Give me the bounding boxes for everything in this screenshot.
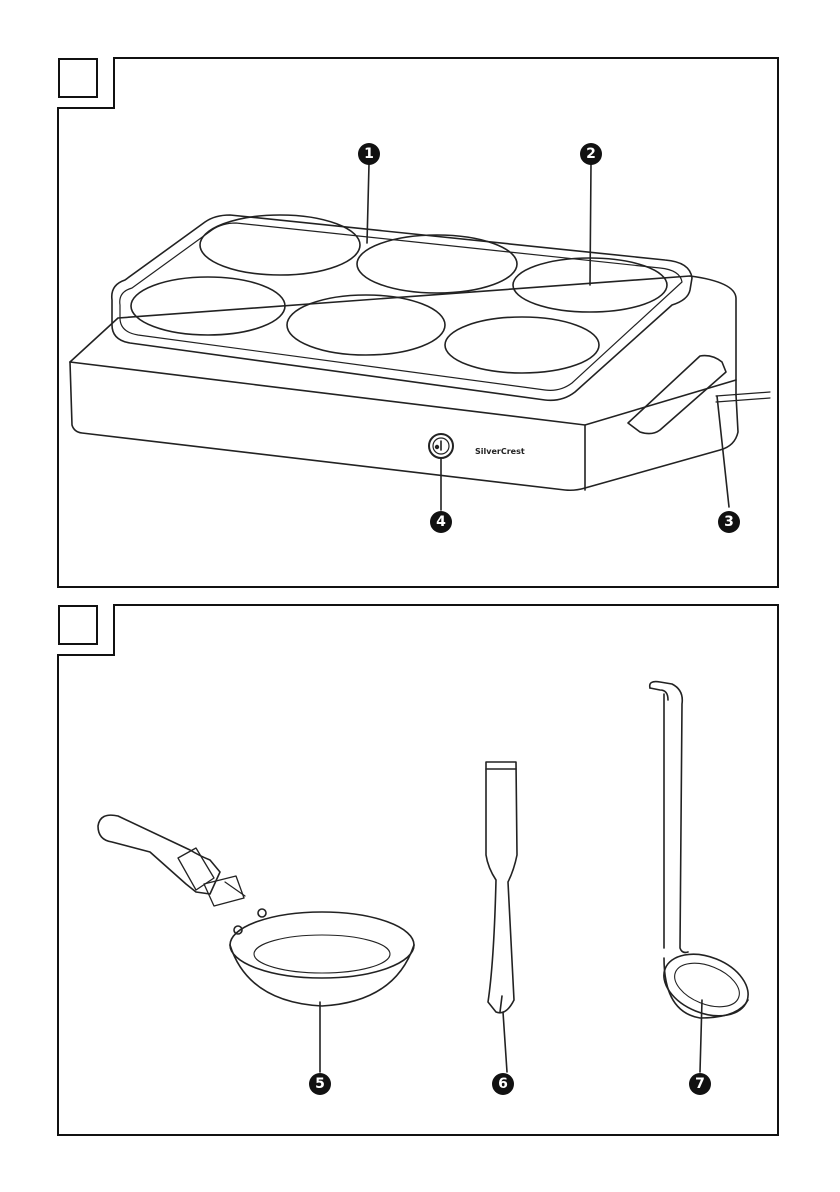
callout-3: 3 — [718, 511, 740, 533]
leader-line-7 — [700, 1000, 702, 1072]
leader-line-3 — [717, 396, 729, 507]
crepe-well — [445, 317, 599, 373]
spatula — [486, 762, 517, 1013]
leader-line-6 — [503, 1012, 507, 1072]
leader-line-1 — [367, 164, 369, 243]
callout-7: 7 — [689, 1073, 711, 1095]
crepe-well — [200, 215, 360, 275]
callout-2: 2 — [580, 143, 602, 165]
callout-1: 1 — [358, 143, 380, 165]
crepe-well — [357, 235, 517, 293]
leader-line-2 — [590, 164, 591, 285]
crepe-well — [131, 277, 285, 335]
baking-plate — [112, 215, 692, 400]
callout-6: 6 — [492, 1073, 514, 1095]
mini-pan — [98, 815, 414, 1006]
brand-logo: SilverCrest — [475, 447, 525, 456]
crepe-well — [287, 295, 445, 355]
callout-4: 4 — [430, 511, 452, 533]
ladle — [650, 682, 758, 1028]
temperature-knob — [429, 434, 453, 458]
callout-5: 5 — [309, 1073, 331, 1095]
